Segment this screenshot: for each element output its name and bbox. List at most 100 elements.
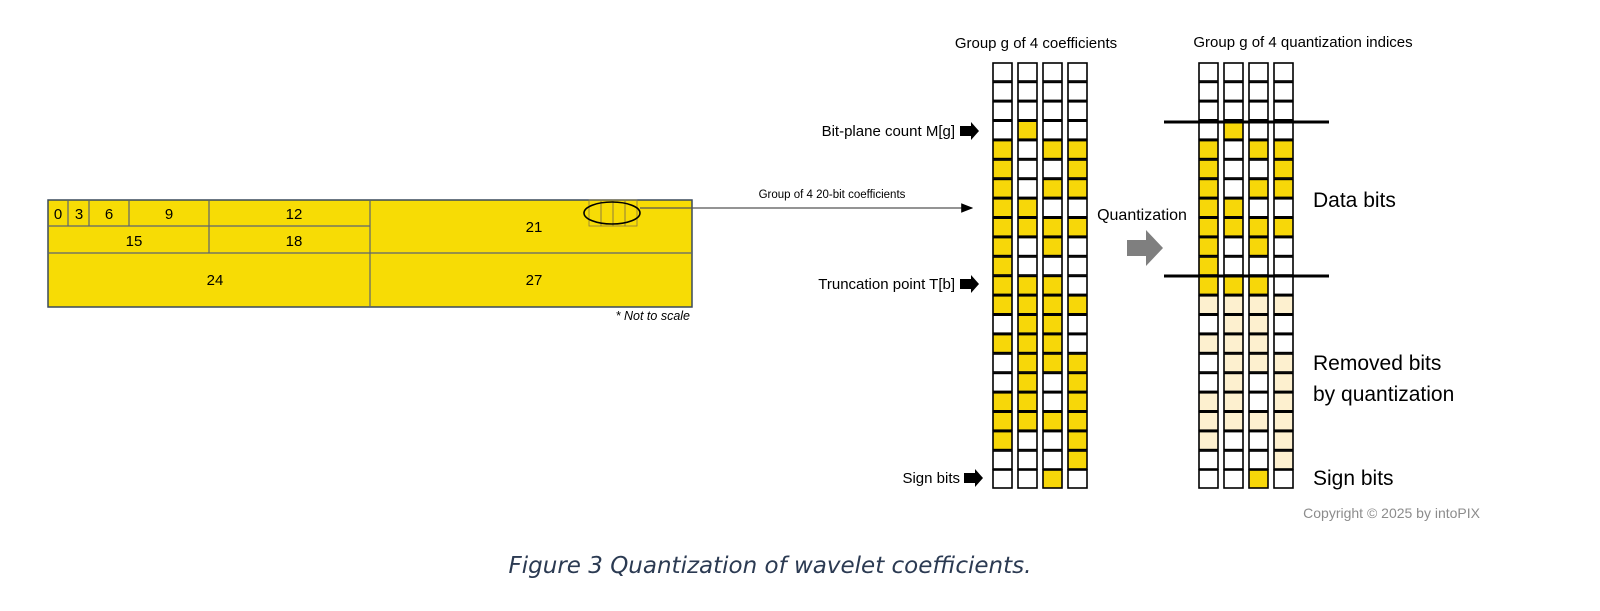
coefficient-group-marker [588,199,638,227]
removed-bit-cell [1198,314,1219,335]
removed-bits-label-line2: by quantization [1313,383,1454,406]
bit-cell [1067,256,1088,276]
bit-cell [1017,294,1038,315]
sign-bit-cell [1042,469,1063,489]
bit-cell [1198,159,1219,179]
bit-cell [1198,178,1219,199]
bit-cell [1017,275,1038,296]
removed-bit-cell [1248,294,1269,315]
bit-cell [1042,139,1063,160]
subband-label-24: 24 [207,272,224,289]
bit-cell [1273,256,1294,276]
subband-label-0: 0 [54,206,62,223]
bit-cell [1042,81,1063,102]
removed-bit-cell [1198,450,1219,470]
bit-cell [1067,81,1088,102]
bitplane-count-arrow-icon [960,122,979,140]
group-arrow-label: Group of 4 20-bit coefficients [759,189,906,201]
bit-cell [992,101,1013,121]
bit-cell [1042,391,1063,412]
removed-bit-cell [1198,391,1219,412]
copyright-text: Copyright © 2025 by intoPIX [1303,505,1481,521]
bit-cell [1042,120,1063,140]
removed-bit-cell [1248,430,1269,451]
bit-cell [1067,333,1088,354]
bit-cell [1042,450,1063,470]
removed-bit-cell [1248,411,1269,432]
removed-bit-cell [1223,372,1244,393]
bit-cell [1223,256,1244,276]
subband-label-12: 12 [286,206,303,223]
sign-bit-cell [1067,469,1088,489]
sign-bit-cell [1017,469,1038,489]
bit-cell [1067,275,1088,296]
removed-bit-cell [1273,333,1294,354]
removed-bit-cell [1223,391,1244,412]
bit-cell [992,217,1013,237]
subband-label-27: 27 [526,272,543,289]
bit-cell [1067,353,1088,373]
bit-cell [1067,411,1088,432]
bit-cell [1017,217,1038,237]
bit-cell [1198,62,1219,82]
bit-cell [1042,101,1063,121]
removed-bit-cell [1223,294,1244,315]
bit-cell [1248,101,1269,121]
bit-cell [1067,236,1088,257]
subband-label-6: 6 [105,206,113,223]
bit-cell [1273,101,1294,121]
bit-cell [1273,120,1294,140]
bit-cell [1198,198,1219,218]
quantization-arrow-icon [1127,230,1163,266]
removed-bit-cell [1223,353,1244,373]
bit-cell [1273,139,1294,160]
bit-cell [1067,139,1088,160]
bit-cell [1067,178,1088,199]
bit-cell [1042,198,1063,218]
subband-dividers [48,200,692,307]
bit-cell [1067,314,1088,335]
removed-bit-cell [1273,294,1294,315]
data-bits-label: Data bits [1313,189,1396,212]
removed-bit-cell [1223,314,1244,335]
removed-bit-cell [1273,314,1294,335]
bit-cell [1042,314,1063,335]
quantization-label: Quantization [1097,207,1187,224]
bit-cell [992,314,1013,335]
bit-cell [1067,120,1088,140]
bit-cell [1248,217,1269,237]
coefficient-bit-matrix [992,62,1088,470]
bit-cell [1223,217,1244,237]
bit-cell [1223,120,1244,140]
bit-cell [1017,159,1038,179]
bit-cell [1198,275,1219,296]
removed-bit-cell [1248,314,1269,335]
bit-cell [1042,353,1063,373]
bit-cell [1198,120,1219,140]
bit-cell [1067,294,1088,315]
sign-bit-cell [1223,469,1244,489]
bit-cell [992,353,1013,373]
removed-bit-cell [1248,372,1269,393]
bit-cell [1017,430,1038,451]
bit-cell [1198,217,1219,237]
bit-cell [1067,101,1088,121]
bit-cell [1067,217,1088,237]
bit-cell [1273,159,1294,179]
bit-cell [992,391,1013,412]
bit-cell [1223,236,1244,257]
not-to-scale-note: * Not to scale [616,309,690,323]
bit-cell [1017,411,1038,432]
bit-cell [1223,275,1244,296]
removed-bit-cell [1198,411,1219,432]
bit-cell [1067,430,1088,451]
subband-label-15: 15 [126,233,143,250]
removed-bit-cell [1198,430,1219,451]
bit-cell [1273,178,1294,199]
bit-cell [992,159,1013,179]
bit-cell [1042,430,1063,451]
bit-cell [1042,256,1063,276]
bit-cell [992,62,1013,82]
bit-cell [1248,81,1269,102]
bit-cell [1042,294,1063,315]
